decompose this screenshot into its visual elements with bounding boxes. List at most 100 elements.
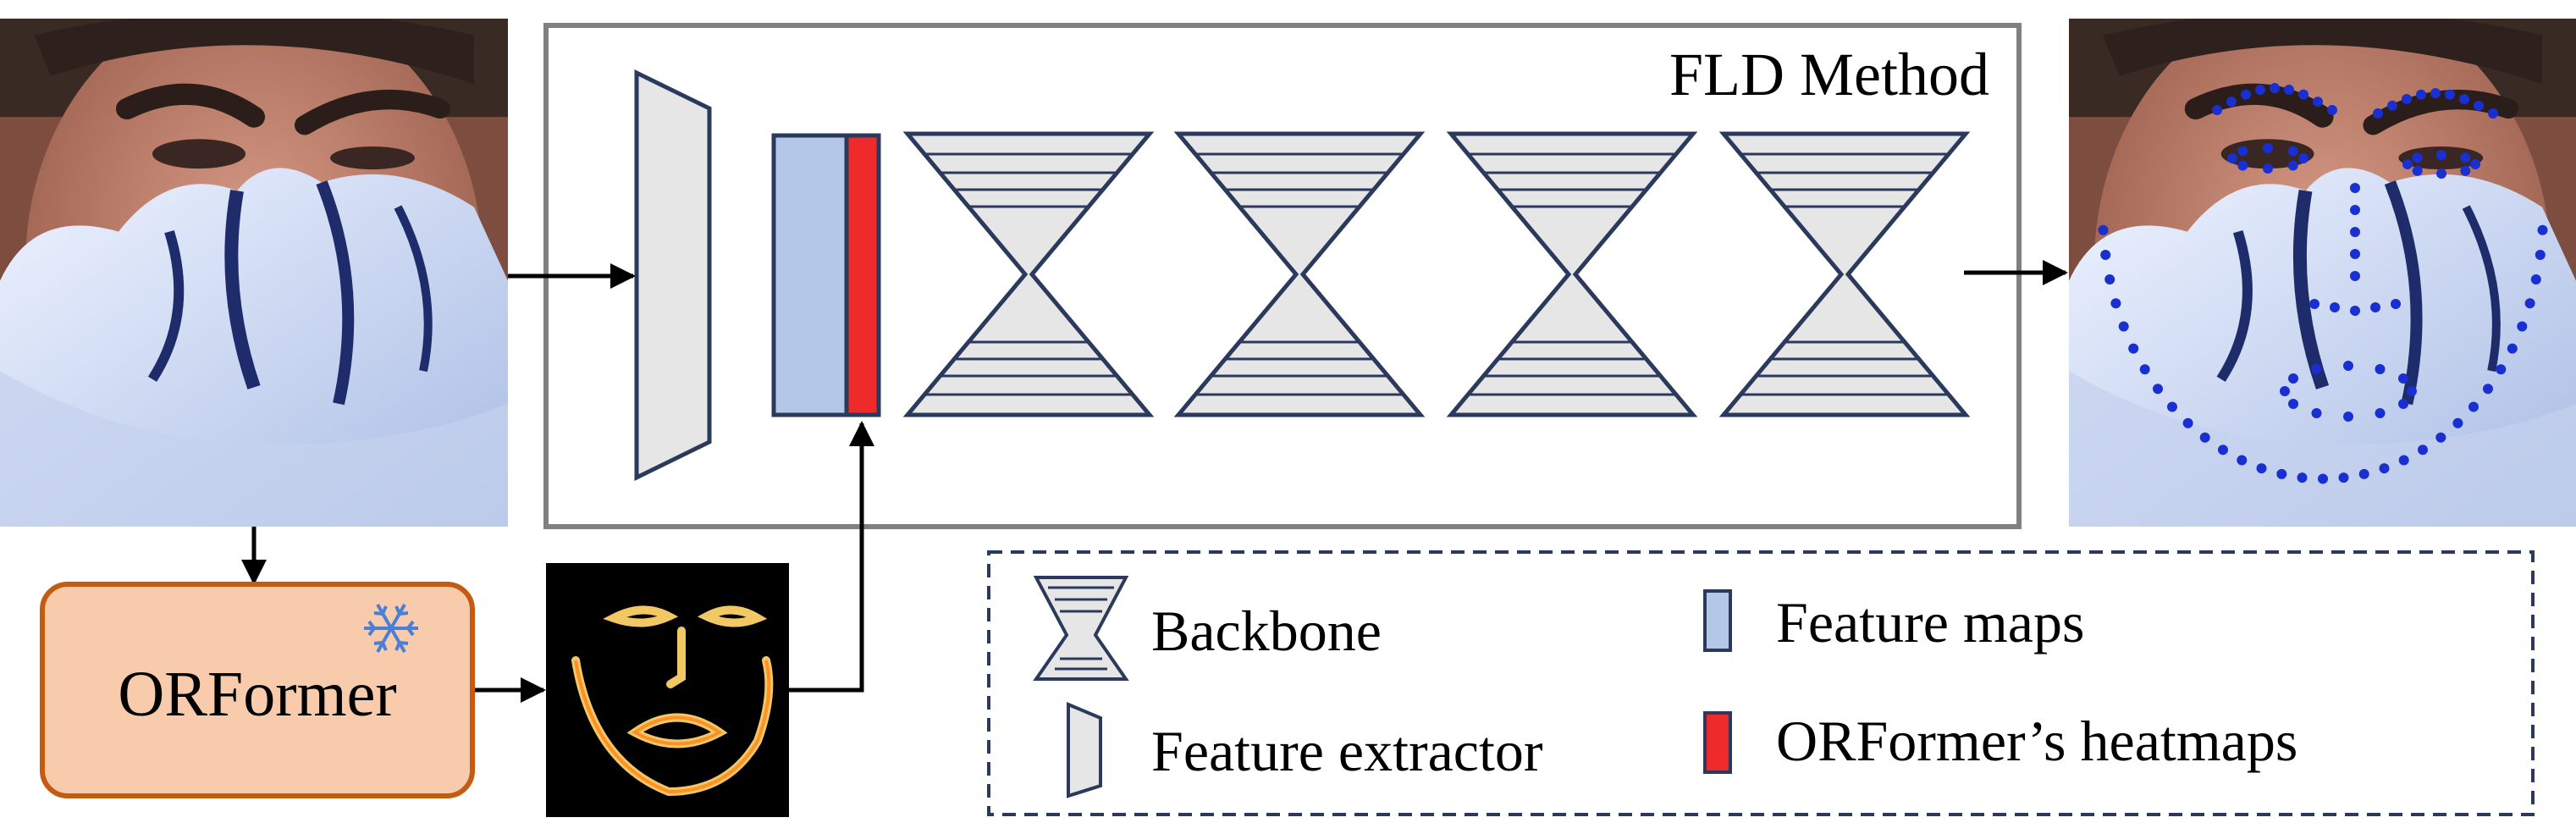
- landmark-point: [2288, 373, 2298, 384]
- landmark-point: [2288, 399, 2298, 409]
- landmark-point: [2412, 152, 2423, 163]
- landmark-point: [2263, 163, 2273, 174]
- landmark-point: [2330, 302, 2340, 312]
- landmark-point: [2370, 302, 2380, 312]
- legend-heatmaps-label: ORFormer’s heatmaps: [1776, 709, 2297, 773]
- landmark-point: [2436, 168, 2446, 179]
- landmark-point: [2098, 224, 2109, 235]
- landmark-point: [2436, 150, 2446, 160]
- landmark-point: [2350, 271, 2360, 281]
- orformer-heatmap-image: [546, 563, 789, 817]
- landmark-point: [2343, 411, 2353, 422]
- fld-method-title: FLD Method: [1669, 41, 1989, 108]
- landmark-point: [2343, 361, 2353, 371]
- backbone-module-2: [1173, 131, 1426, 417]
- landmark-point: [2507, 343, 2518, 354]
- landmark-point: [2100, 250, 2111, 260]
- landmark-point: [2350, 183, 2360, 193]
- heatmaps-block: [844, 133, 881, 417]
- landmark-point: [2263, 143, 2273, 153]
- feature-maps-block: [771, 133, 849, 417]
- landmark-point: [2350, 306, 2360, 316]
- landmark-point: [2218, 445, 2228, 456]
- landmark-point: [2445, 89, 2455, 100]
- landmark-point: [2402, 159, 2413, 169]
- landmark-point: [2318, 473, 2328, 484]
- landmark-point: [2350, 227, 2360, 237]
- landmark-point: [2379, 463, 2390, 474]
- fld-method-box: FLD Method: [543, 23, 2022, 529]
- landmark-point: [2311, 408, 2322, 418]
- landmark-point: [2237, 455, 2248, 466]
- landmark-point: [2416, 89, 2426, 100]
- landmark-point: [2460, 165, 2471, 176]
- landmark-point: [2313, 97, 2323, 108]
- landmark-point: [2287, 160, 2298, 171]
- predicted-landmarks: [2098, 83, 2548, 484]
- landmark-point: [2407, 386, 2417, 396]
- backbone-stack: [902, 131, 1971, 417]
- landmark-point: [2212, 105, 2222, 115]
- landmark-point: [2398, 373, 2408, 384]
- landmark-point: [2256, 463, 2267, 474]
- legend-feature-maps-icon: [1703, 589, 1732, 652]
- landmark-point: [2350, 249, 2360, 259]
- landmark-point: [2309, 299, 2320, 309]
- landmark-point: [2530, 274, 2541, 284]
- landmark-point: [2375, 364, 2386, 374]
- landmark-point: [2182, 417, 2193, 428]
- landmark-point: [2373, 108, 2383, 119]
- landmark-point: [2524, 298, 2535, 309]
- landmark-point: [2287, 146, 2298, 157]
- landmark-point: [2237, 160, 2248, 171]
- legend-feature-extractor-icon: [1067, 701, 1102, 798]
- landmark-point: [2110, 298, 2121, 309]
- landmark-point: [2298, 89, 2308, 100]
- landmark-point: [2375, 408, 2386, 418]
- landmark-point: [2104, 274, 2115, 284]
- landmark-point: [2468, 401, 2479, 412]
- landmark-point: [2276, 468, 2287, 479]
- landmark-point: [2350, 205, 2360, 215]
- legend-heatmaps-icon: [1703, 711, 1732, 774]
- arrows: [241, 260, 2068, 703]
- landmark-point: [2118, 321, 2129, 332]
- landmark-point: [2153, 384, 2163, 395]
- output-face-image: [2069, 0, 2576, 535]
- landmark-point: [2418, 445, 2428, 456]
- landmark-point: [2435, 432, 2446, 443]
- landmark-point: [2402, 94, 2412, 104]
- landmark-point: [2488, 108, 2498, 119]
- landmark-point: [2391, 299, 2401, 309]
- landmark-point: [2398, 455, 2409, 466]
- landmark-point: [2226, 97, 2237, 108]
- landmark-point: [2517, 321, 2528, 332]
- landmark-point: [2297, 472, 2308, 483]
- landmark-point: [2128, 343, 2139, 354]
- landmark-point: [2311, 364, 2322, 374]
- landmark-point: [2237, 146, 2248, 157]
- landmark-point: [2412, 165, 2423, 176]
- landmark-point: [2470, 159, 2480, 169]
- landmark-point: [2430, 88, 2441, 98]
- legend-backbone-label: Backbone: [1151, 599, 1382, 663]
- landmark-point: [2280, 386, 2290, 396]
- legend-backbone-icon: [1033, 576, 1129, 681]
- legend-feature-maps-label: Feature maps: [1776, 590, 2084, 654]
- snowflake-icon: [364, 604, 418, 653]
- landmark-point: [2459, 94, 2469, 104]
- landmark-point: [2327, 105, 2337, 115]
- landmark-point: [2270, 83, 2280, 93]
- landmark-point: [2452, 417, 2463, 428]
- arrow-heatmap-to-fld: [789, 421, 874, 693]
- landmark-point: [2298, 153, 2308, 163]
- landmark-point: [2398, 399, 2408, 409]
- orformer-label: ORFormer: [118, 659, 396, 730]
- backbone-module-1: [902, 131, 1155, 417]
- legend-box: Backbone Feature extractor Feature maps …: [987, 550, 2535, 816]
- orformer-box: ORFormer: [40, 582, 475, 798]
- legend-feature-extractor-label: Feature extractor: [1151, 719, 1543, 783]
- landmark-point: [2483, 384, 2493, 395]
- landmark-point: [2358, 468, 2369, 479]
- feature-extractor-module: [634, 69, 712, 482]
